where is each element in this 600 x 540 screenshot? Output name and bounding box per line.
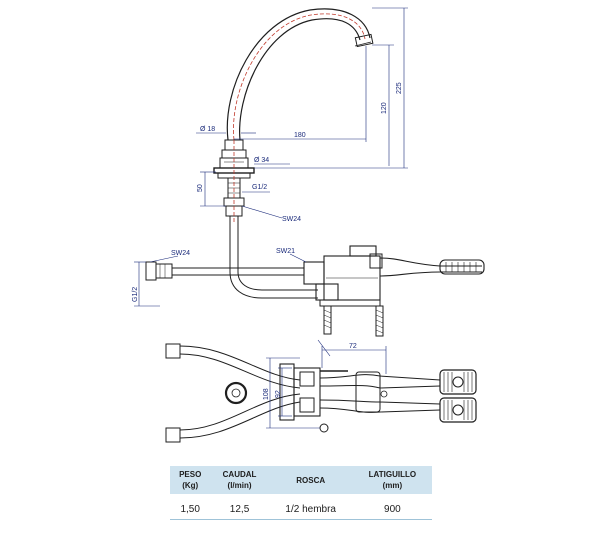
spout <box>226 8 374 141</box>
dim-92: 92 <box>275 390 282 398</box>
cell-rosca: 1/2 hembra <box>268 494 353 520</box>
header-latiguillo: LATIGUILLO(mm) <box>352 466 432 494</box>
cell-latiguillo: 900 <box>352 494 432 520</box>
dim-180: 180 <box>294 132 306 139</box>
technical-drawing: Ø 18 180 120 225 Ø 34 50 G1/2 SW24 <box>132 7 485 443</box>
dim-72: 72 <box>349 343 357 350</box>
spec-table-header: PESO(Kg) CAUDAL(l/min) ROSCA LATIGUILLO(… <box>170 466 432 494</box>
spec-table: PESO(Kg) CAUDAL(l/min) ROSCA LATIGUILLO(… <box>170 466 432 520</box>
pedal-valve-top <box>165 343 477 443</box>
pedal-valve-side <box>145 245 485 337</box>
dim-g12: G1/2 <box>252 184 267 191</box>
dim-d18: Ø 18 <box>200 126 215 133</box>
dim-sw24-hose: SW24 <box>171 250 190 257</box>
header-caudal: CAUDAL(l/min) <box>210 466 269 494</box>
dimension-lines-top: Ø 18 180 120 225 Ø 34 50 G1/2 SW24 <box>196 7 408 223</box>
header-peso: PESO(Kg) <box>170 466 211 494</box>
dim-50: 50 <box>197 184 204 192</box>
dim-sw21: SW21 <box>276 248 295 255</box>
dim-g12-hose: G1/2 <box>132 287 139 302</box>
header-rosca: ROSCA <box>268 466 353 494</box>
cell-peso: 1,50 <box>170 494 211 520</box>
table-row: 1,50 12,5 1/2 hembra 900 <box>170 494 432 520</box>
dim-sw24-body: SW24 <box>282 216 301 223</box>
dim-120: 120 <box>381 102 388 114</box>
dimension-lines-bottom: 72 108 92 <box>263 339 387 429</box>
cell-caudal: 12,5 <box>210 494 269 520</box>
tap-body <box>213 139 255 272</box>
dimension-lines-middle: SW24 SW21 G1/2 <box>132 248 307 307</box>
dim-d34: Ø 34 <box>254 157 269 164</box>
dim-108: 108 <box>263 388 270 400</box>
dim-225: 225 <box>396 82 403 94</box>
